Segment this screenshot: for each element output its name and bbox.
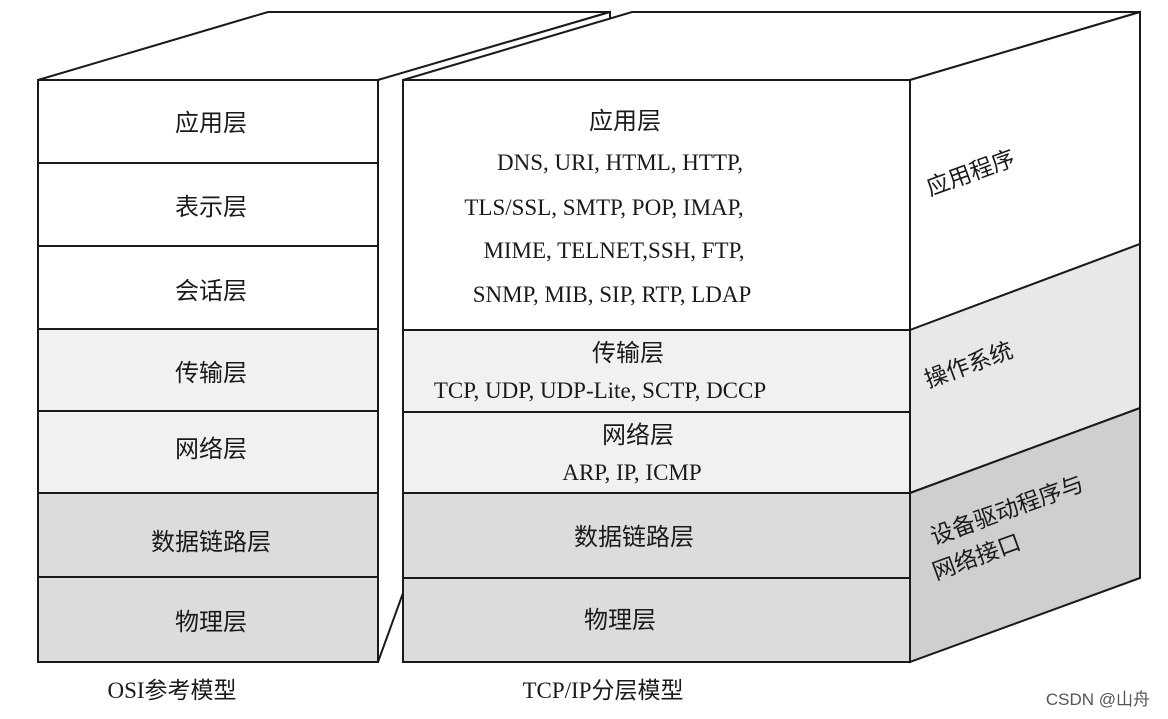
tcpip-app-protocols-line4: SNMP, MIB, SIP, RTP, LDAP xyxy=(473,282,752,307)
tcpip-label-physical: 物理层 xyxy=(584,606,656,634)
tcpip-layer-transport xyxy=(402,329,911,413)
caption-osi: OSI参考模型 xyxy=(107,678,236,703)
osi-layer-physical xyxy=(37,576,379,663)
osi-layer-network xyxy=(37,410,379,494)
osi-layer-session xyxy=(37,245,379,330)
tcpip-label-datalink: 数据链路层 xyxy=(574,523,694,551)
tcpip-label-transport: 传输层 xyxy=(592,339,664,367)
tcpip-model-block: 应用层 DNS, URI, HTML, HTTP, TLS/SSL, SMTP,… xyxy=(402,10,1141,664)
tcpip-app-protocols-line3: MIME, TELNET,SSH, FTP, xyxy=(483,238,744,263)
tcpip-network-protocols: ARP, IP, ICMP xyxy=(562,460,701,485)
osi-label-application: 应用层 xyxy=(175,109,247,137)
osi-layer-application xyxy=(37,79,379,164)
tcpip-layer-datalink xyxy=(402,492,911,579)
caption-tcpip: TCP/IP分层模型 xyxy=(522,678,683,703)
tcpip-app-protocols-line2: TLS/SSL, SMTP, POP, IMAP, xyxy=(464,195,743,220)
tcpip-label-network: 网络层 xyxy=(602,421,674,449)
osi-label-transport: 传输层 xyxy=(175,359,247,387)
tcpip-label-application: 应用层 xyxy=(589,107,661,135)
tcpip-layer-physical xyxy=(402,577,911,663)
osi-label-presentation: 表示层 xyxy=(175,193,247,221)
osi-label-network: 网络层 xyxy=(175,435,247,463)
osi-layer-presentation xyxy=(37,162,379,247)
osi-label-physical: 物理层 xyxy=(175,608,247,636)
osi-label-datalink: 数据链路层 xyxy=(151,528,271,556)
tcpip-transport-protocols: TCP, UDP, UDP-Lite, SCTP, DCCP xyxy=(434,378,766,403)
tcpip-layer-network xyxy=(402,411,911,494)
watermark: CSDN @山舟 xyxy=(1046,690,1150,709)
osi-label-session: 会话层 xyxy=(175,277,247,305)
tcpip-layer-application xyxy=(402,79,911,331)
tcpip-app-protocols-line1: DNS, URI, HTML, HTTP, xyxy=(497,150,743,175)
